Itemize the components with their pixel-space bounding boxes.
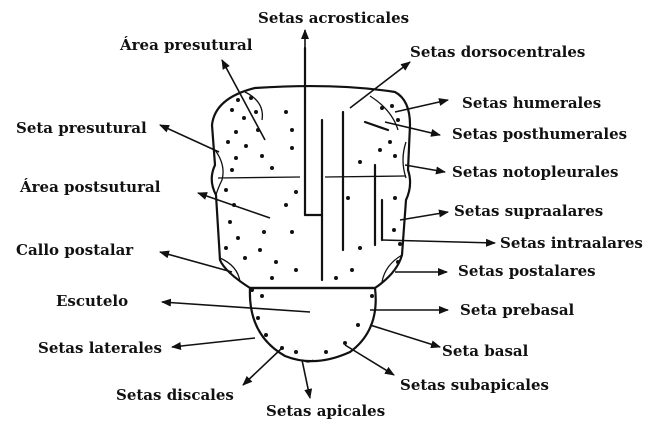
transverse-suture <box>218 176 405 178</box>
seta-dot <box>398 242 402 246</box>
seta-dot <box>234 130 238 134</box>
seta-dot <box>294 350 298 354</box>
seta-dot <box>244 144 248 148</box>
seta-dot <box>390 104 394 108</box>
label-escutelo: Escutelo <box>56 292 128 310</box>
seta-dot <box>294 268 298 272</box>
seta-dot <box>392 228 396 232</box>
seta-dot <box>290 128 294 132</box>
seta-dot <box>290 146 294 150</box>
label-setas-intraalares: Setas intraalares <box>500 234 643 252</box>
seta-dot <box>260 154 264 158</box>
seta-dot <box>262 230 266 234</box>
seta-dot <box>396 118 400 122</box>
label-setas-subapicales: Setas subapicales <box>400 376 549 394</box>
seta-dot <box>290 230 294 234</box>
bristle-rows <box>305 48 388 280</box>
seta-dot <box>254 110 258 114</box>
seta-dot <box>234 156 238 160</box>
seta-dot <box>270 276 274 280</box>
seta-dot <box>358 246 362 250</box>
label-setas-acrosticales: Setas acrosticales <box>258 9 409 27</box>
seta-dot <box>356 323 360 327</box>
seta-dot <box>243 256 247 260</box>
seta-dot <box>284 110 288 114</box>
seta-dot <box>274 260 278 264</box>
seta-dot <box>270 166 274 170</box>
seta-dot <box>224 188 228 192</box>
seta-dot <box>350 268 354 272</box>
seta-dot <box>294 190 298 194</box>
seta-dot <box>324 350 328 354</box>
label-setas-notopleurales: Setas notopleurales <box>452 163 618 181</box>
seta-dot <box>256 316 260 320</box>
seta-dot <box>226 140 230 144</box>
seta-dot <box>370 294 374 298</box>
seta-dot <box>343 341 347 345</box>
seta-dot <box>380 106 384 110</box>
seta-dot <box>264 333 268 337</box>
seta-dot <box>260 294 264 298</box>
seta-dot <box>242 116 246 120</box>
seta-dot <box>393 196 397 200</box>
label-setas-posthumerales: Setas posthumerales <box>452 125 627 143</box>
seta-dot <box>250 288 254 292</box>
label-seta-presutural: Seta presutural <box>16 119 147 137</box>
label-seta-prebasal: Seta prebasal <box>460 301 575 319</box>
seta-dot <box>228 220 232 224</box>
seta-dot <box>358 160 362 164</box>
seta-dot <box>230 168 234 172</box>
seta-dot <box>396 260 400 264</box>
seta-dot <box>378 148 382 152</box>
label-setas-dorsocentrales: Setas dorsocentrales <box>410 43 585 61</box>
label-setas-postalares: Setas postalares <box>458 262 596 280</box>
seta-dot <box>236 236 240 240</box>
seta-dot <box>249 96 253 100</box>
postalar-callus-right <box>382 255 402 282</box>
label-setas-apicales: Setas apicales <box>266 402 385 420</box>
label-seta-basal: Seta basal <box>442 342 529 360</box>
seta-dot <box>388 140 392 144</box>
seta-dot <box>236 98 240 102</box>
seta-dot <box>258 248 262 252</box>
label-area-postsutural: Área postsutural <box>19 178 161 196</box>
seta-dot <box>393 154 397 158</box>
seta-dot <box>346 196 350 200</box>
label-setas-supraalares: Setas supraalares <box>454 202 603 220</box>
seta-dot <box>284 203 288 207</box>
label-setas-discales: Setas discales <box>116 386 234 404</box>
seta-dot <box>230 108 234 112</box>
notopleural-area <box>215 142 406 195</box>
label-setas-humerales: Setas humerales <box>462 94 601 112</box>
label-area-presutural: Área presutural <box>119 36 253 54</box>
label-callo-postalar: Callo postalar <box>16 241 134 259</box>
seta-dot <box>334 276 338 280</box>
label-setas-laterales: Setas laterales <box>38 339 162 357</box>
seta-dot <box>224 246 228 250</box>
